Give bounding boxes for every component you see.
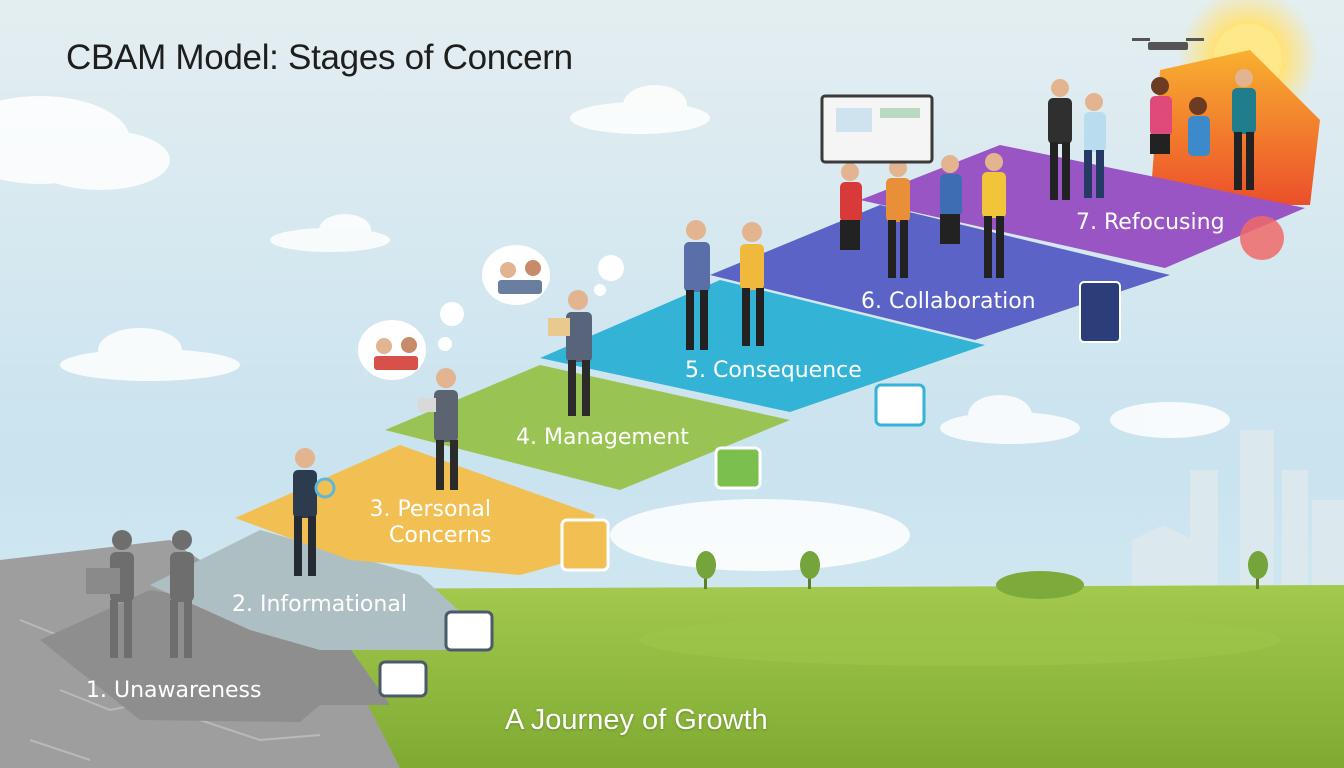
book-icon — [378, 660, 428, 698]
stage-icons — [378, 216, 1284, 698]
stage-step-6 — [710, 205, 1170, 340]
stage-step-4 — [385, 365, 790, 490]
stage-step-7 — [860, 145, 1305, 268]
stage-label-collaboration: 6. Collaboration — [861, 289, 1036, 314]
stage-label-consequence: 5. Consequence — [685, 358, 862, 383]
stage-label-informational: 2. Informational — [232, 592, 407, 617]
layers-icon — [560, 518, 610, 572]
grass-highlight — [640, 614, 1280, 666]
stage-label-line: Concerns — [389, 523, 492, 548]
stage-step-3 — [235, 445, 595, 575]
notes-icon — [874, 383, 926, 427]
city-skyline — [1132, 430, 1344, 590]
stage-label-unawareness: 1. Unawareness — [86, 678, 262, 703]
clouds — [0, 85, 1230, 571]
stage-step-2 — [150, 530, 480, 650]
checklist-icon — [1079, 281, 1121, 343]
footer-caption: A Journey of Growth — [505, 704, 768, 736]
stage-label-line: 3. Personal — [369, 497, 491, 522]
stage-label-management: 4. Management — [516, 425, 689, 450]
people-figures — [86, 38, 1256, 658]
open-book-icon — [714, 446, 762, 490]
refresh-icon — [1240, 216, 1284, 260]
stage-label-refocusing: 7. Refocusing — [1076, 210, 1225, 235]
stage-label-personal-concerns: 3. Personal Concerns — [369, 497, 491, 549]
thought-bubbles — [358, 245, 624, 380]
document-icon — [444, 610, 494, 652]
trees — [696, 551, 1268, 599]
page-title: CBAM Model: Stages of Concern — [66, 38, 573, 77]
